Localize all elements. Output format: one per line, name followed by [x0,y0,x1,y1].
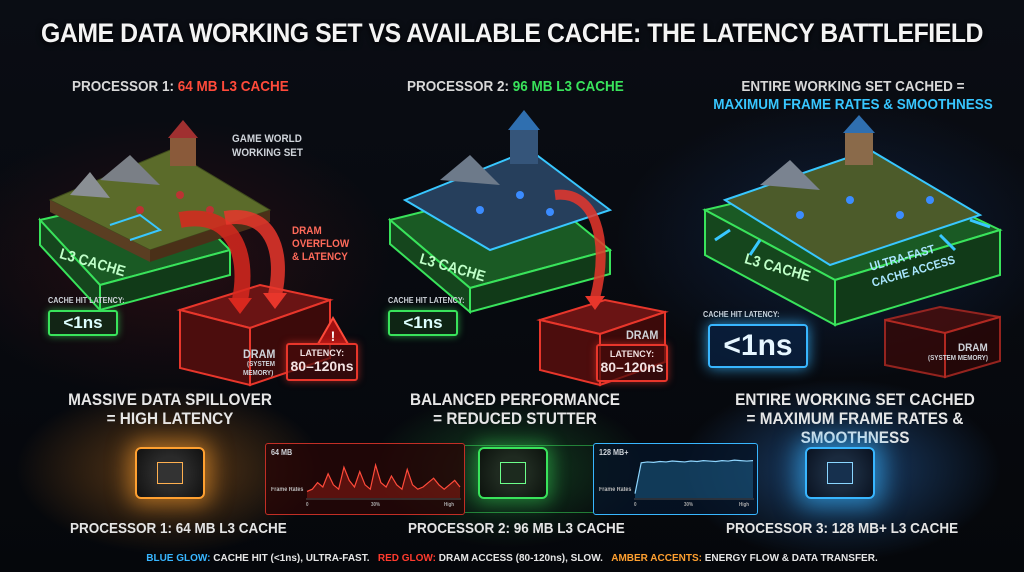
panel-2-latency-box: LATENCY: 80–120ns [596,344,668,382]
processor-1-label: PROCESSOR 1: 64 MB L3 CACHE [70,520,287,537]
panel-2-heading: PROCESSOR 2: 96 MB L3 CACHE [407,78,624,95]
panel-1-heading-prefix: PROCESSOR 1: [72,78,178,95]
panel-1-dram-sub-2: MEMORY) [243,370,274,377]
panel-3-heading-2: MAXIMUM FRAME RATES & SMOOTHNESS [713,96,993,113]
chart-1-tick-0: 0 [306,502,309,508]
panel-1-heading: PROCESSOR 1: 64 MB L3 CACHE [72,78,289,95]
legend-red-text: DRAM ACCESS (80-120ns), SLOW. [436,553,603,564]
panel-1-latency-box: LATENCY: 80–120ns [286,343,358,381]
panel-2-latency-label: LATENCY: [609,349,655,359]
world-label-2: WORKING SET [232,147,303,159]
panel-2-dram-label: DRAM [626,328,659,342]
panel-2-latency-value: 80–120ns [600,359,664,375]
chart-2-tick-mid: 30% [684,502,694,508]
chart-2-line [634,459,754,494]
overflow-label-3: & LATENCY [292,251,348,263]
panel-3-hit-latency-label: CACHE HIT LATENCY: [703,310,780,319]
chart-1-tick-mid: 30% [371,502,381,508]
processor-1-die [157,462,183,484]
panel-3-summary-line-1: ENTIRE WORKING SET CACHED [735,390,975,409]
panel-3-summary-line-2: = MAXIMUM FRAME RATES & SMOOTHNESS [746,409,964,447]
panel-1-dram-sub-1: (SYSTEM [247,361,276,368]
panel-3-dram-label: DRAM [958,342,988,354]
chart-connector [465,445,593,513]
legend-blue-text: CACHE HIT (<1ns), ULTRA-FAST. [210,553,370,564]
processor-2-label: PROCESSOR 2: 96 MB L3 CACHE [408,520,625,537]
chart-1-axis-label: Frame Rates [271,487,304,493]
legend-red-key: RED GLOW: [377,553,436,564]
chart-1-area [307,465,460,498]
chart-2-tick-end: High [739,502,749,508]
legend: BLUE GLOW: CACHE HIT (<1ns), ULTRA-FAST.… [0,553,1024,564]
chart-2-axis-label: Frame Rates [599,487,632,493]
panel-1-summary-line-2: = HIGH LATENCY [106,409,234,428]
panel-1-latency-label: LATENCY: [299,348,345,358]
world-label-1: GAME WORLD [232,133,302,145]
panel-3-dram-sub: (SYSTEM MEMORY) [928,355,988,362]
processor-3-chip [805,447,875,499]
processor-3-die [827,462,853,484]
panel-1-latency-value: 80–120ns [290,358,354,374]
chart-2-plot [634,459,754,500]
panel-1-hit-latency-value: <1ns [48,310,118,336]
panel-3-illustration [702,115,1003,379]
svg-text:!: ! [331,328,336,344]
panel-2-hit-latency-value: <1ns [388,310,458,336]
panel-1-summary-line-1: MASSIVE DATA SPILLOVER [68,390,272,409]
panel-3-heading-1: ENTIRE WORKING SET CACHED = [741,78,965,95]
processor-3-label: PROCESSOR 3: 128 MB+ L3 CACHE [726,520,959,537]
panel-3-summary: ENTIRE WORKING SET CACHED = MAXIMUM FRAM… [707,390,1004,447]
panel-2-summary: BALANCED PERFORMANCE = REDUCED STUTTER [403,390,628,428]
chart-2-corner-label: 128 MB+ [599,448,629,457]
panel-1-illustration: ! [38,120,350,387]
chart-1-tick-end: High [444,502,454,508]
chart-1-plot [306,462,461,500]
panel-2-hit-latency-label: CACHE HIT LATENCY: [388,296,465,305]
panel-3-hit-latency-value: <1ns [708,324,808,368]
panel-2-summary-line-1: BALANCED PERFORMANCE [410,390,620,409]
panel-1-dram-label: DRAM [243,347,276,361]
panel-1-summary: MASSIVE DATA SPILLOVER = HIGH LATENCY [62,390,278,428]
panel-1-heading-highlight: 64 MB L3 CACHE [177,78,289,95]
legend-amber-text: ENERGY FLOW & DATA TRANSFER. [701,553,878,564]
page-title: GAME DATA WORKING SET VS AVAILABLE CACHE… [40,18,984,48]
chart-1-panel: 64 MB Frame Rates 0 30% High [265,443,465,515]
chart-1-line [306,462,461,492]
chart-1-corner-label: 64 MB [271,448,293,457]
overflow-label-2: OVERFLOW [292,238,350,250]
panel-2-summary-line-2: = REDUCED STUTTER [433,409,597,428]
panel-1-hit-latency-label: CACHE HIT LATENCY: [48,296,125,305]
panel-2-heading-highlight: 96 MB L3 CACHE [512,78,624,95]
processor-1-chip [135,447,205,499]
processor-2-die [500,462,526,484]
legend-blue-key: BLUE GLOW: [146,553,211,564]
processor-2-chip [478,447,548,499]
chart-2-area [635,460,753,498]
legend-amber-key: AMBER ACCENTS: [611,553,702,564]
chart-2-tick-0: 0 [634,502,637,508]
chart-2-panel: 128 MB+ Frame Rates 0 30% High [593,443,758,515]
panel-2-heading-prefix: PROCESSOR 2: [407,78,513,95]
overflow-label-1: DRAM [292,225,322,237]
